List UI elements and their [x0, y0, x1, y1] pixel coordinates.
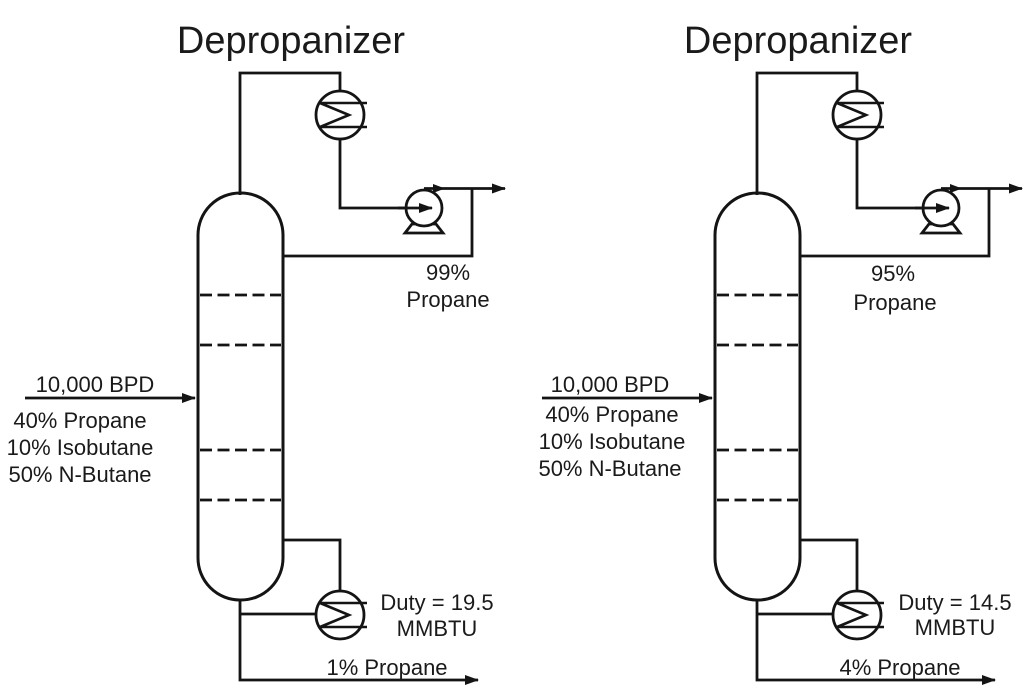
right-title: Depropanizer — [684, 20, 912, 62]
left-reboiler-duty: Duty = 19.5 — [380, 590, 493, 615]
left-reboiler-duty-units: MMBTU — [397, 616, 478, 641]
left-feed-component: 40% Propane — [13, 408, 146, 433]
left-bottoms-label: 1% Propane — [326, 655, 447, 680]
right-feed-rate: 10,000 BPD — [551, 372, 670, 397]
right-distillate-purity: 95% — [871, 261, 915, 286]
left-distillate-purity: 99% — [426, 260, 470, 285]
right-bottoms-label: 4% Propane — [839, 655, 960, 680]
left-feed-component: 50% N-Butane — [8, 462, 151, 487]
left-feed-component: 10% Isobutane — [7, 435, 154, 460]
left-distillate-component: Propane — [406, 287, 489, 312]
left-title: Depropanizer — [177, 20, 405, 62]
right-feed-component: 40% Propane — [545, 402, 678, 427]
left-diagram-labels: Depropanizer 10,000 BPD 40% Propane 10% … — [7, 20, 494, 680]
left-feed-rate: 10,000 BPD — [36, 372, 155, 397]
right-distillate-component: Propane — [853, 290, 936, 315]
right-feed-component: 10% Isobutane — [539, 429, 686, 454]
right-reboiler-duty-units: MMBTU — [915, 615, 996, 640]
right-reboiler-duty: Duty = 14.5 — [898, 590, 1011, 615]
right-feed-component: 50% N-Butane — [538, 456, 681, 481]
right-diagram-labels: Depropanizer 10,000 BPD 40% Propane 10% … — [538, 20, 1011, 680]
